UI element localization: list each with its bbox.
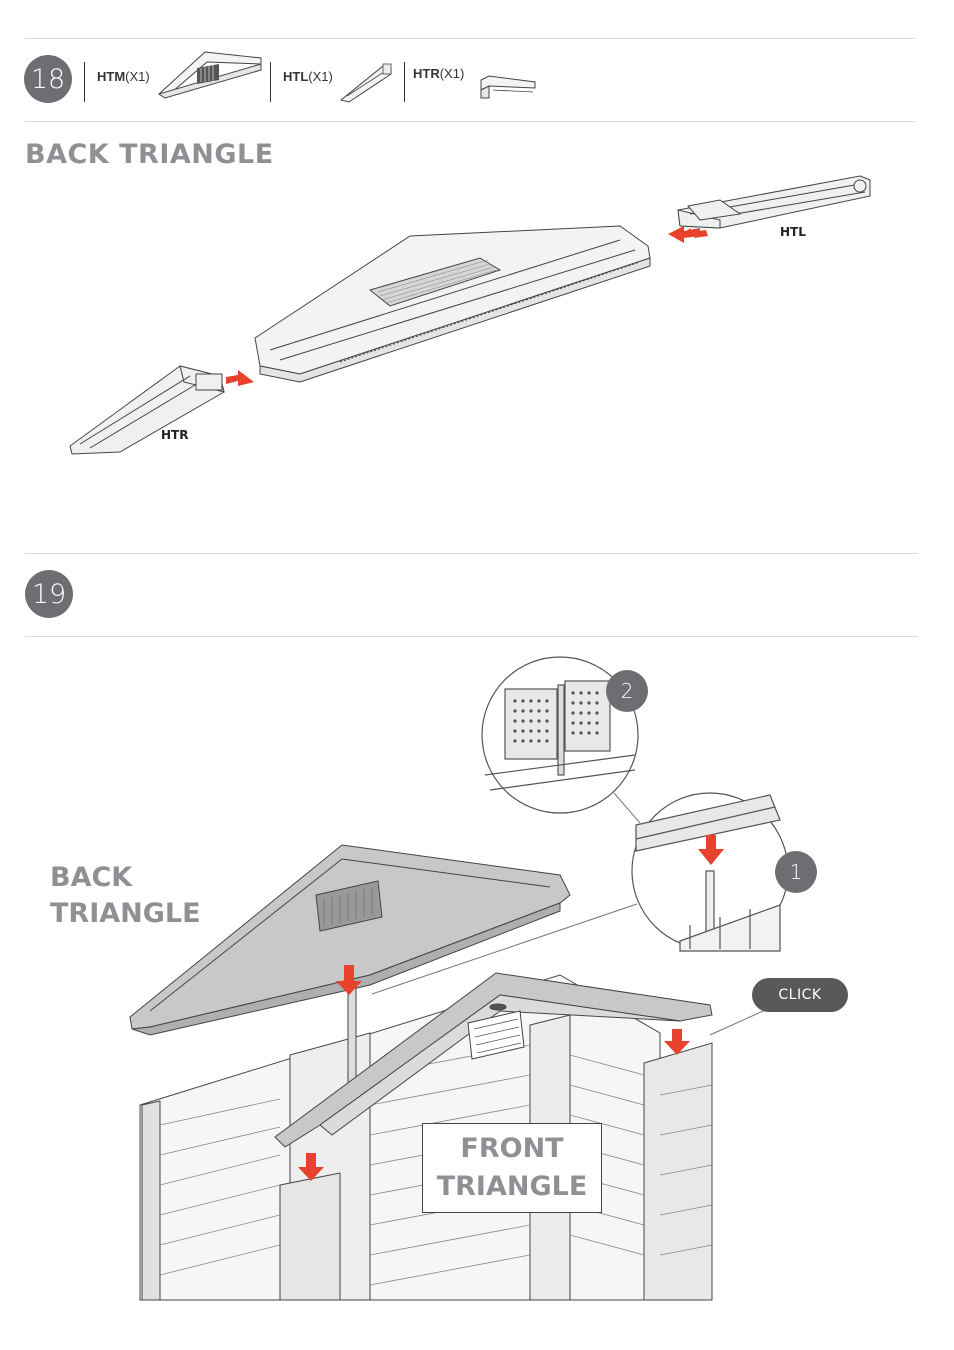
htr-piece bbox=[69, 365, 225, 455]
back-triangle-label: BACK TRIANGLE bbox=[50, 860, 201, 932]
part-htm: HTM(X1) bbox=[84, 51, 266, 102]
leader-line-click bbox=[709, 1006, 773, 1036]
htl-part-icon bbox=[339, 63, 392, 103]
click-badge: CLICK bbox=[752, 978, 848, 1012]
front-label-line1: FRONT bbox=[460, 1133, 564, 1164]
back-label-line2: TRIANGLE bbox=[50, 898, 201, 929]
front-triangle-label: FRONT TRIANGLE bbox=[422, 1123, 602, 1213]
front-triangle-roof bbox=[274, 972, 713, 1148]
back-triangle-exploded-diagram bbox=[69, 175, 871, 455]
part-htm-label: HTM(X1) bbox=[97, 69, 150, 84]
step19-top-divider bbox=[25, 553, 918, 554]
red-arrows bbox=[226, 226, 708, 386]
part-htr-label: HTR(X1) bbox=[413, 66, 465, 81]
parts-list: HTM(X1) HTL(X1) HTR(X1) bbox=[84, 51, 544, 103]
htr-part-icon bbox=[480, 75, 536, 99]
htr-callout: HTR bbox=[161, 428, 189, 442]
detail-2-badge: 2 bbox=[606, 670, 648, 712]
detail-circle-2 bbox=[481, 656, 639, 814]
leader-line-1-post bbox=[371, 903, 638, 995]
htm-piece bbox=[254, 225, 651, 383]
detail-circle-1 bbox=[631, 792, 789, 952]
step19-red-arrows bbox=[298, 835, 724, 1181]
step18-divider bbox=[25, 121, 915, 122]
detail-1-badge: 1 bbox=[775, 851, 817, 893]
part-htl-label: HTL(X1) bbox=[283, 69, 333, 84]
htl-piece bbox=[677, 175, 871, 229]
leader-line-2-1 bbox=[613, 792, 641, 824]
step-18-badge: 18 bbox=[24, 55, 72, 103]
top-divider bbox=[25, 38, 915, 39]
part-htr: HTR(X1) bbox=[404, 62, 556, 102]
step19-divider bbox=[25, 636, 918, 637]
back-triangle-roof bbox=[129, 844, 571, 1036]
back-triangle-title: BACK TRIANGLE bbox=[25, 139, 274, 170]
htl-callout: HTL bbox=[780, 225, 806, 239]
front-label-line2: TRIANGLE bbox=[436, 1171, 588, 1202]
back-label-line1: BACK bbox=[50, 862, 133, 893]
part-htl: HTL(X1) bbox=[270, 62, 402, 103]
htm-part-icon bbox=[157, 51, 262, 99]
step-19-badge: 19 bbox=[25, 570, 73, 618]
